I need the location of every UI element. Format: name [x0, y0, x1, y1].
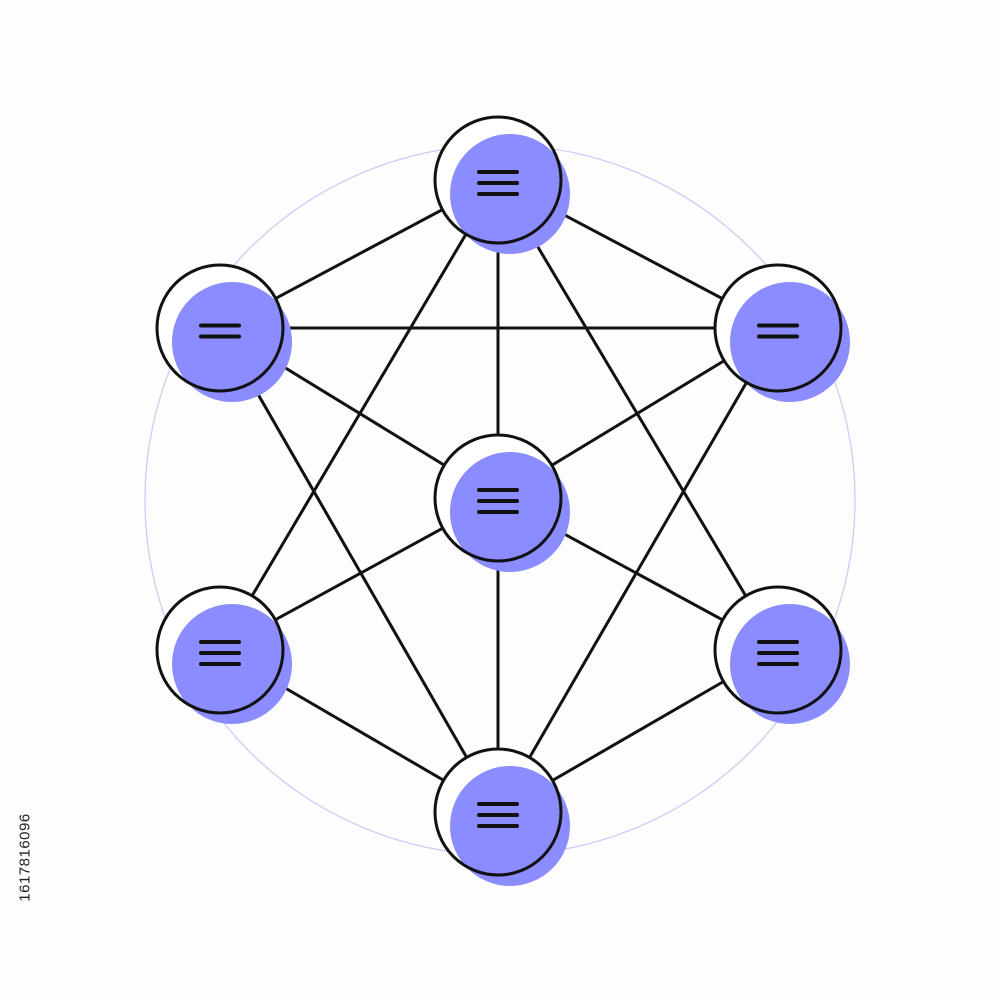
node-outline	[713, 263, 843, 393]
node-outline	[713, 585, 843, 715]
node-outline	[433, 747, 563, 877]
edge-top-lower-left	[218, 178, 500, 652]
node-accent-fill	[730, 282, 850, 402]
nodes-layer	[155, 115, 850, 886]
edge-top-lower-right	[496, 178, 780, 652]
edge-upper-right-bottom	[496, 326, 780, 814]
node-outline	[155, 585, 285, 715]
node-lower-left[interactable]	[155, 585, 292, 724]
node-top[interactable]	[433, 115, 570, 254]
menu-lines-icon	[477, 488, 519, 514]
menu-lines-icon	[477, 802, 519, 828]
node-lower-right[interactable]	[713, 585, 850, 724]
node-upper-right[interactable]	[713, 263, 850, 402]
menu-lines-icon	[199, 640, 241, 666]
stock-id-label: 1617816096	[15, 757, 35, 957]
node-outline	[433, 433, 563, 563]
stock-id-text: 1617816096	[16, 812, 34, 902]
node-accent-fill	[172, 282, 292, 402]
node-bottom[interactable]	[433, 747, 570, 886]
node-outline	[155, 263, 285, 393]
node-upper-left[interactable]	[155, 263, 292, 402]
node-center[interactable]	[433, 433, 570, 572]
menu-lines-icon	[199, 323, 241, 339]
edge-upper-left-bottom	[218, 326, 500, 814]
menu-lines-icon	[477, 170, 519, 196]
menu-lines-icon	[757, 640, 799, 666]
node-outline	[433, 115, 563, 245]
menu-lines-icon	[757, 323, 799, 339]
